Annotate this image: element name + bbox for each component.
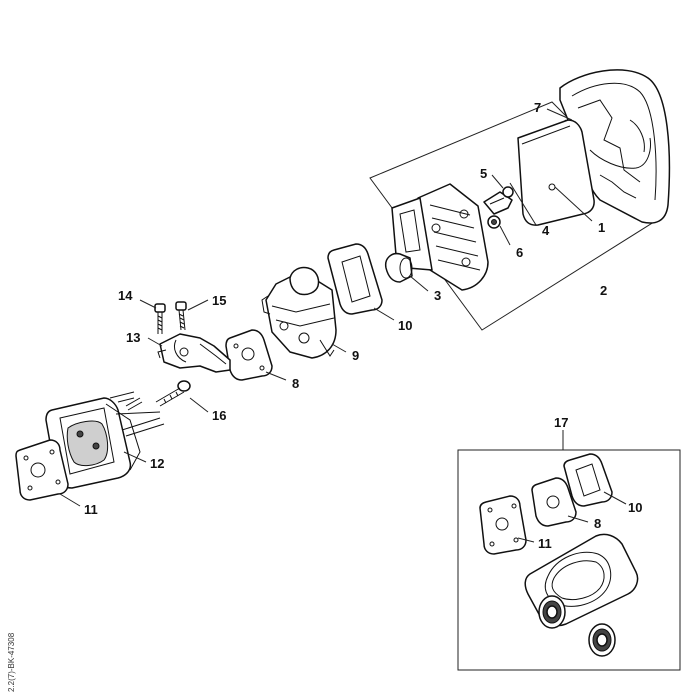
label-part-10: 10 <box>398 318 412 333</box>
label-part-12: 12 <box>150 456 164 471</box>
label-part-14: 14 <box>118 288 133 303</box>
label-part-11: 11 <box>84 502 98 517</box>
nut-part-5 <box>502 186 514 198</box>
gasket-kit-box <box>457 449 681 671</box>
label-part-7: 7 <box>534 100 541 115</box>
carburetor <box>261 266 337 359</box>
label-part-5: 5 <box>480 166 487 181</box>
intake-fitting <box>384 252 413 283</box>
gasket-part-8 <box>225 329 273 381</box>
kit-oil-seal-2 <box>588 623 616 657</box>
label-part-15: 15 <box>212 293 226 308</box>
kit-gasket-10 <box>563 453 613 507</box>
intake-manifold <box>45 391 165 489</box>
filter-base-housing <box>391 183 489 291</box>
throttle-housing <box>157 333 231 373</box>
leader-lines <box>59 108 627 543</box>
air-filter-element <box>517 119 595 226</box>
label-part-4: 4 <box>542 223 550 238</box>
label-kit-8: 8 <box>594 516 601 531</box>
label-kit-10: 10 <box>628 500 642 515</box>
screw-part-16 <box>155 380 191 407</box>
label-part-3: 3 <box>434 288 441 303</box>
screw-part-14 <box>154 303 166 334</box>
label-part-17: 17 <box>554 415 568 430</box>
kit-oil-seal-1 <box>538 595 566 629</box>
screw-part-15 <box>175 301 187 331</box>
choke-lever <box>483 191 513 215</box>
label-part-8: 8 <box>292 376 299 391</box>
kit-gasket-11 <box>479 495 527 555</box>
label-kit-11: 11 <box>538 536 552 551</box>
label-part-2: 2 <box>600 283 607 298</box>
label-part-6: 6 <box>516 245 523 260</box>
label-part-1: 1 <box>598 220 605 235</box>
label-part-16: 16 <box>212 408 226 423</box>
gasket-part-11 <box>15 439 69 501</box>
gasket-part-10 <box>327 243 383 315</box>
kit-gasket-8 <box>531 477 577 527</box>
drawing-code: 2.2(7)-BK-47308 <box>7 632 16 692</box>
label-part-13: 13 <box>126 330 140 345</box>
label-part-9: 9 <box>352 348 359 363</box>
